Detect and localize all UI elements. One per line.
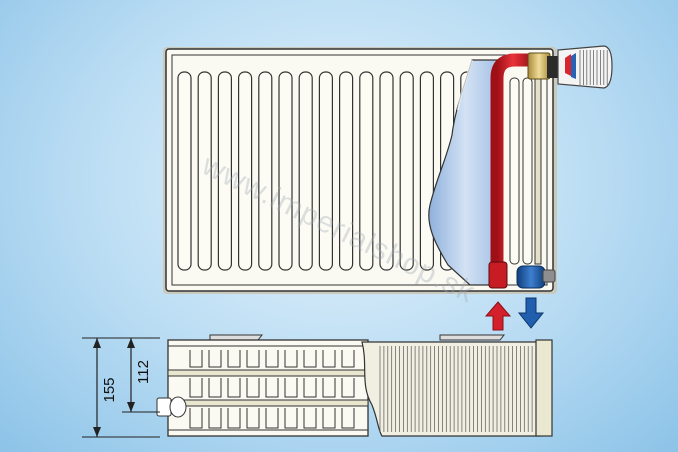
convector-fin [265, 350, 279, 368]
water-highlight [457, 59, 473, 111]
cutaway-column [522, 77, 533, 265]
convector-fins [189, 350, 355, 429]
radiator-side-view [156, 334, 553, 437]
convector-fin [303, 350, 317, 368]
side-panel-left [167, 339, 369, 437]
convector-fin [284, 378, 298, 398]
radiator-fin [278, 71, 293, 271]
convector-fin [208, 378, 222, 398]
bracket-right [439, 334, 506, 341]
side-fitting-cap [169, 396, 187, 418]
outer-height-label: 155 [101, 377, 118, 402]
convector-fin [189, 378, 203, 398]
radiator-fin [258, 71, 273, 271]
inner-height-label: 112 [135, 360, 152, 384]
convector-fin [246, 378, 260, 398]
convector-fin [322, 350, 336, 368]
convector-fin [246, 350, 260, 368]
side-cutaway-fins [379, 346, 533, 432]
side-fitting [156, 397, 172, 417]
convector-fin [284, 350, 298, 368]
radiator-fin [177, 71, 192, 271]
radiator-front-view [163, 45, 613, 331]
convector-fin [227, 408, 241, 429]
convector-fin [303, 378, 317, 398]
radiator-fin [238, 71, 253, 271]
radiator-fin [359, 71, 374, 271]
convector-fin [303, 408, 317, 429]
convector-fin [284, 408, 298, 429]
convector-fin [265, 408, 279, 429]
convector-fin [227, 378, 241, 398]
convector-fin [208, 350, 222, 368]
thermostat-valve-icon [557, 45, 613, 89]
plate-upper [167, 369, 369, 377]
cutaway-columns [509, 77, 542, 265]
dimension-lines: 155 112 [82, 337, 160, 438]
side-end-cap [535, 339, 553, 437]
radiator-fin [339, 71, 354, 271]
valve-fitting [527, 52, 551, 80]
convector-fin [227, 350, 241, 368]
convector-fin [189, 350, 203, 368]
return-valve-cap [542, 269, 556, 283]
radiator-fin [399, 71, 414, 271]
supply-arrow-icon [484, 301, 512, 331]
bracket-left [209, 334, 264, 341]
radiator-fins [177, 71, 475, 271]
plate-lower [167, 399, 369, 407]
radiator-fin [379, 71, 394, 271]
supply-pipe [490, 53, 539, 279]
cutaway-column [534, 77, 542, 265]
return-valve [516, 265, 546, 289]
convector-fin [246, 408, 260, 429]
convector-fin [265, 378, 279, 398]
supply-connector [488, 261, 508, 289]
convector-fin [341, 350, 355, 368]
radiator-fin [419, 71, 434, 271]
side-cutaway [361, 341, 541, 437]
radiator-fin [217, 71, 232, 271]
radiator-fin [298, 71, 313, 271]
convector-fin [322, 408, 336, 429]
return-arrow-icon [517, 297, 545, 329]
radiator-fin [197, 71, 212, 271]
cutaway-column [509, 77, 520, 265]
radiator-fin [318, 71, 333, 271]
radiator-panel-inner-border [171, 54, 548, 286]
convector-fin [341, 408, 355, 429]
valve-body [547, 56, 559, 78]
convector-fin [189, 408, 203, 429]
convector-fin [341, 378, 355, 398]
convector-fin [322, 378, 336, 398]
convector-fin [208, 408, 222, 429]
